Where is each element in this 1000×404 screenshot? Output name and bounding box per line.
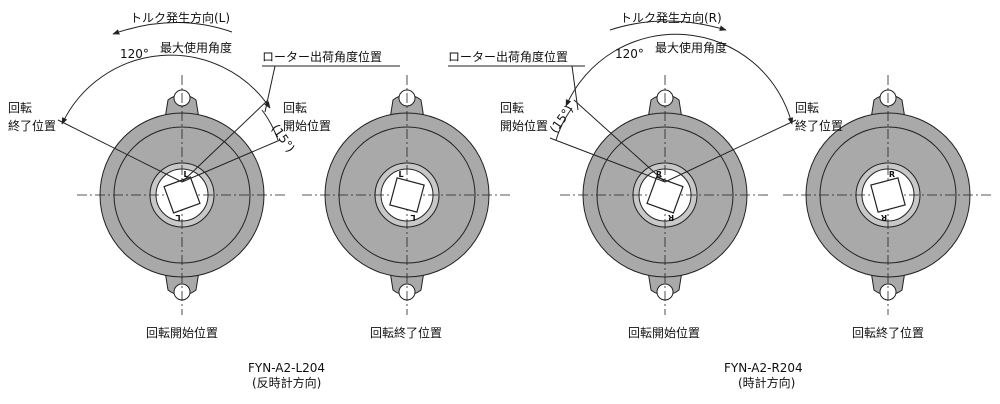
right-annotations: トルク発生方向(R) 120° 最大使用角度 (15°) ローター出荷角度位置 … [448, 10, 924, 390]
max-angle-label: 最大使用角度 [160, 40, 232, 55]
angle-value: 120° [615, 47, 644, 61]
small-angle-arc [555, 107, 573, 141]
torque-direction-label: トルク発生方向(L) [130, 10, 230, 25]
rotor-leader-line [571, 65, 579, 111]
bottom-end-label: 回転終了位置 [852, 325, 924, 340]
small-angle-arc [261, 109, 279, 141]
end-label-line2: 終了位置 [795, 118, 843, 133]
bottom-start-label: 回転開始位置 [146, 325, 218, 340]
max-angle-arc [61, 54, 271, 125]
torque-direction-label: トルク発生方向(R) [620, 10, 722, 25]
rotor-leader-line [264, 65, 276, 113]
square-shaft [646, 176, 684, 214]
direction-label: (反時計方向) [252, 375, 321, 390]
square-shaft [163, 176, 201, 214]
rotor-angle-label: ローター出荷角度位置 [448, 49, 568, 64]
rotor-extension-line [181, 99, 269, 183]
damper-left-start: LL [77, 75, 287, 315]
rotation-marker: R [656, 170, 662, 179]
square-shaft [389, 177, 425, 213]
start-label-line1: 回転 [283, 101, 307, 115]
small-angle-label: (15°) [547, 103, 576, 136]
rotation-marker: R [889, 170, 895, 179]
rotation-marker: L [175, 213, 180, 222]
end-label-line1: 回転 [8, 101, 32, 115]
start-label-line2: 開始位置 [283, 118, 331, 133]
direction-label: (時計方向) [738, 375, 795, 390]
start-label-line1: 回転 [500, 101, 524, 115]
end-extension-line [57, 119, 183, 183]
bottom-start-label: 回転開始位置 [628, 325, 700, 340]
model-label: FYN-A2-L204 [248, 361, 325, 375]
max-angle-arc [565, 33, 794, 125]
rotor-angle-label: ローター出荷角度位置 [262, 49, 382, 64]
start-label-line2: 開始位置 [500, 118, 548, 133]
end-extension-line [664, 119, 797, 183]
damper-left-end: LL [302, 75, 512, 315]
model-label: FYN-A2-R204 [724, 361, 803, 375]
square-shaft [870, 177, 906, 213]
angle-value: 120° [120, 47, 149, 61]
rotation-marker: R [668, 213, 674, 222]
left-annotations: トルク発生方向(L) 120° 最大使用角度 (15°) ローター出荷角度位置 … [8, 10, 442, 390]
rotation-marker: L [398, 170, 403, 179]
damper-right-end: RR [783, 75, 993, 315]
damper-right-start: RR [560, 75, 770, 315]
end-label-line1: 回転 [795, 101, 819, 115]
max-angle-label: 最大使用角度 [655, 40, 727, 55]
rotation-marker: L [183, 170, 188, 179]
torque-arrow [609, 20, 727, 31]
end-label-line2: 終了位置 [8, 118, 56, 133]
torque-arrow [112, 22, 233, 35]
rotation-marker: L [410, 213, 415, 222]
start-extension-line [549, 137, 666, 183]
rotor-extension-line [573, 99, 666, 183]
start-extension-line [181, 139, 281, 183]
bottom-end-label: 回転終了位置 [370, 325, 442, 340]
rotation-marker: R [881, 213, 887, 222]
